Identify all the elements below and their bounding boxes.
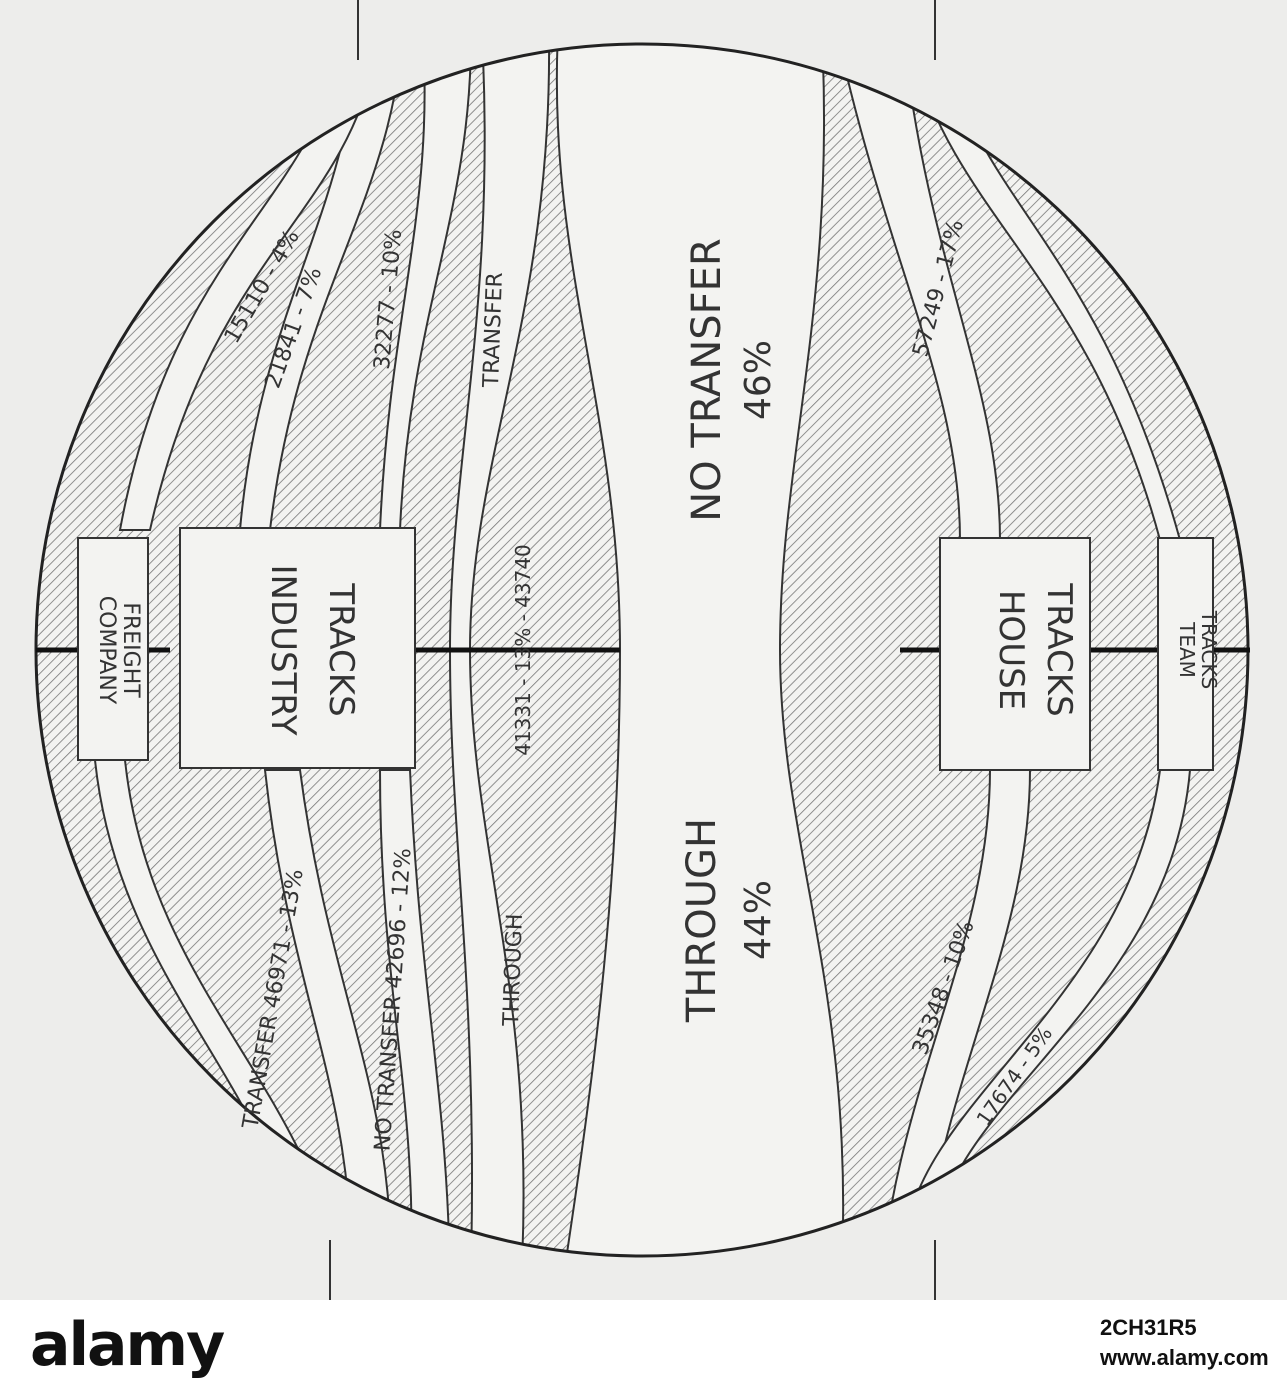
team-tracks-box — [1157, 537, 1214, 771]
transfer-top-label: TRANSFER — [479, 272, 508, 389]
company-freight-label-2: FREIGHT — [118, 602, 143, 698]
diagram-canvas: COMPANY FREIGHT INDUSTRY TRACKS HOUSE TR… — [0, 0, 1287, 1300]
center-lane — [555, 44, 845, 1256]
alamy-logo: alamy — [30, 1310, 225, 1380]
company-freight-label-1: COMPANY — [94, 596, 119, 705]
industry-tracks-label-1: INDUSTRY — [263, 564, 303, 735]
through-mix-label: 41331 - 13% - 43740 — [511, 544, 535, 756]
watermark-url: www.alamy.com — [1100, 1345, 1269, 1370]
company-freight-box — [77, 537, 149, 761]
industry-tracks-box — [179, 527, 416, 769]
right-lane-3 — [878, 769, 1032, 1256]
through-out-label: THROUGH — [499, 913, 528, 1027]
team-tracks-label-2: TRACKS — [1197, 610, 1221, 689]
house-tracks-box — [939, 537, 1091, 771]
no-transfer-percent: 46% — [738, 340, 779, 420]
industry-tracks-label-2: TRACKS — [321, 582, 361, 716]
left-lane-4 — [118, 59, 377, 531]
outer-track-lines — [329, 0, 936, 1300]
house-tracks-label-1: HOUSE — [991, 590, 1031, 710]
left-lane-6 — [263, 769, 392, 1256]
through-percent: 44% — [738, 880, 779, 960]
freight-flow-diagram: COMPANY FREIGHT INDUSTRY TRACKS HOUSE TR… — [34, 0, 1250, 1300]
left-lane-5 — [378, 769, 452, 1256]
watermark-bar — [0, 1300, 1287, 1390]
left-lane-1 — [448, 44, 551, 1256]
team-tracks-label-1: TEAM — [1175, 621, 1199, 678]
no-transfer-label: NO TRANSFER — [684, 238, 730, 521]
house-tracks-label-2: TRACKS — [1039, 582, 1079, 716]
image-id: 2CH31R5 — [1100, 1315, 1197, 1340]
through-label: THROUGH — [679, 818, 725, 1023]
